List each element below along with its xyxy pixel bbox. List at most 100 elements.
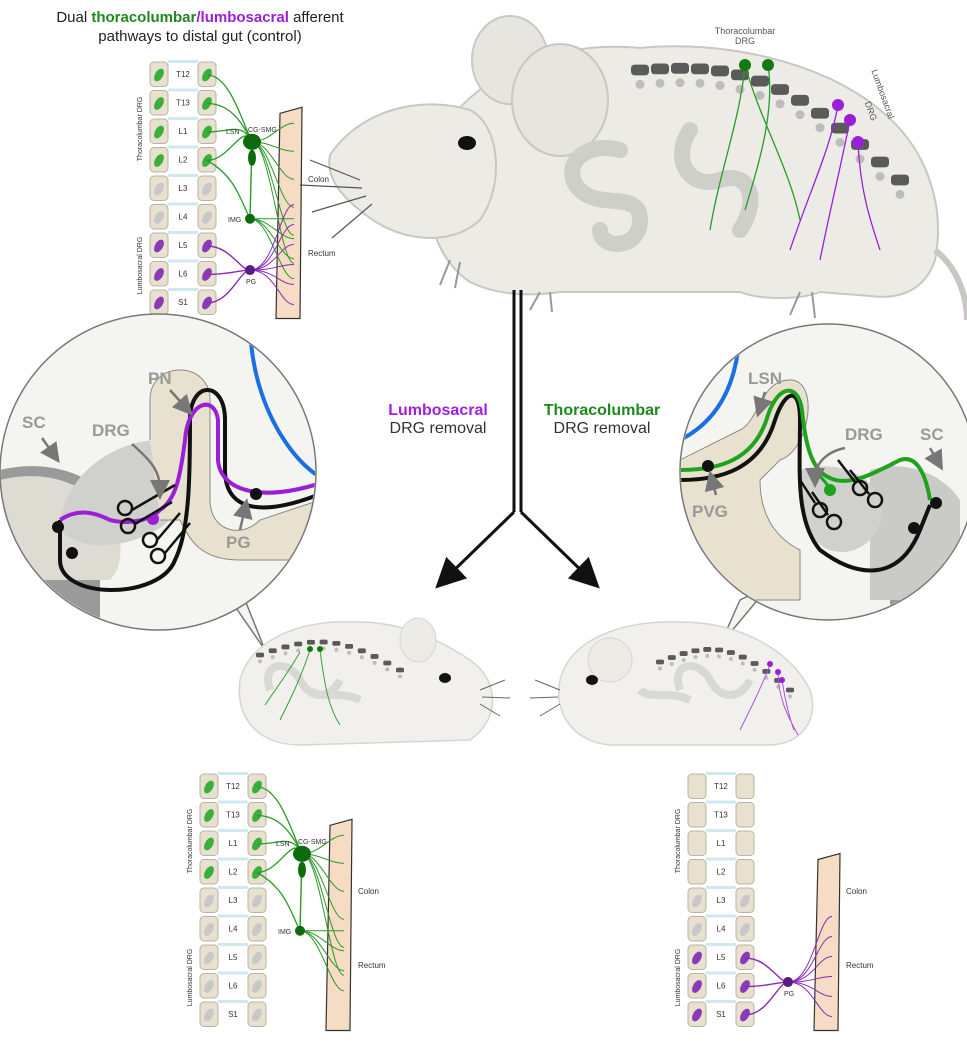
backbone-segment [371,654,379,659]
backbone-segment [332,641,340,646]
right-inset-lsn: LSN [748,369,782,388]
lumbosacral-drg-side-label: Lumbosacral DRG [675,949,682,1007]
backbone-segment [345,644,353,649]
disc [706,1000,736,1003]
left-inset-pg: PG [226,533,251,552]
vertebra-label: L2 [229,868,238,877]
backbone-process [796,110,805,119]
left-inset-sc: SC [22,413,46,432]
branch-arrows [446,290,589,578]
backbone-segment [281,645,289,650]
lumbosacral-removed-mouse [239,618,510,745]
vertebra-label: T12 [714,782,728,791]
backbone-segment [715,648,723,653]
backbone-segment [739,655,747,660]
vertebra-label: L1 [229,839,238,848]
backbone-process [347,651,351,655]
disc [168,203,198,206]
vertebra-label: T12 [226,782,240,791]
backbone-process [636,80,645,89]
right-inset-pvg: PVG [692,502,728,521]
backbone-segment [786,688,794,693]
colon-label: Colon [846,887,867,896]
backbone-segment [727,650,735,655]
vertebra-label: L5 [229,953,238,962]
thoracolumbar-removed-mouse [530,622,813,745]
vertebra-label: L6 [717,982,726,991]
lumbosacral-drg-side-label: Lumbosacral DRG [137,237,144,295]
disc [706,858,736,861]
thoracolumbar-drg-side-label: Thoracolumbar DRG [675,809,682,874]
vertebra-label: S1 [178,298,188,307]
disc [218,943,248,946]
vertebra-label: L2 [179,156,188,165]
img-ganglion [245,214,255,224]
backbone-segment [668,655,676,660]
backbone-process [756,91,765,100]
colon-label: Colon [358,887,379,896]
backbone-process [670,662,674,666]
vertebra-left [688,774,706,799]
pg-ganglion [245,265,255,275]
disc [168,231,198,234]
backbone-process [705,654,709,658]
backbone-segment [751,661,759,666]
backbone-process [283,651,287,655]
disc [218,1000,248,1003]
disc [706,829,736,832]
vertebra-label: T13 [226,811,240,820]
thoracolumbar-drg-side-label: Thoracolumbar DRG [137,97,144,162]
disc [168,146,198,149]
vertebra-right [736,860,754,885]
img-label: IMG [228,217,241,224]
backbone-process [258,659,262,663]
img-label: IMG [278,929,291,936]
disc [218,801,248,804]
disc [168,260,198,263]
rectum-label: Rectum [308,249,336,258]
vertebra-label: L3 [717,896,726,905]
lsn-label: LSN [276,841,290,848]
vertebra-label: T12 [176,70,190,79]
pg-ganglion [783,977,793,987]
thoracolumbar-removed-spine-panel: T12T13L1L2L3L4L5L6S1Thoracolumbar DRGLum… [675,772,874,1031]
gut-tube [276,107,302,318]
disc [706,943,736,946]
backbone-process [717,654,721,658]
disc [218,858,248,861]
lsn-label: LSN [226,129,240,136]
disc [168,89,198,92]
vertebra-left [688,860,706,885]
cg-smg-lobe [248,150,256,166]
backbone-segment [358,648,366,653]
backbone-segment [320,640,328,645]
backbone-process [896,190,905,199]
cg-smg-lobe [298,862,306,878]
backbone-segment [307,640,315,645]
backbone-segment [703,647,711,652]
backbone-segment [891,175,909,186]
vertebra-label: L1 [179,127,188,136]
backbone-process [676,78,685,87]
left-inset-pn: PN [148,369,172,388]
control-spine-panel: T12T13L1L2L3L4L5L6S1Thoracolumbar DRGLum… [137,60,336,319]
vertebra-label: L6 [229,982,238,991]
backbone-segment [651,63,669,74]
gut-tube [326,819,352,1030]
backbone-process [385,667,389,671]
disc [706,772,736,775]
backbone-process [334,648,338,652]
cg-smg-ganglion [243,134,261,150]
backbone-segment [771,84,789,95]
left-inset-drg: DRG [92,421,130,440]
backbone-process [736,85,745,94]
backbone-process [776,99,785,108]
disc [218,915,248,918]
vertebra-right [736,803,754,828]
lumbosacral-removed-spine-panel: T12T13L1L2L3L4L5L6S1Thoracolumbar DRGLum… [187,772,386,1031]
backbone-process [656,79,665,88]
lumbosacral-inset: PN SC DRG PG [0,314,330,650]
backbone-segment [396,668,404,673]
backbone-segment [671,63,689,74]
pg-label: PG [784,991,794,998]
